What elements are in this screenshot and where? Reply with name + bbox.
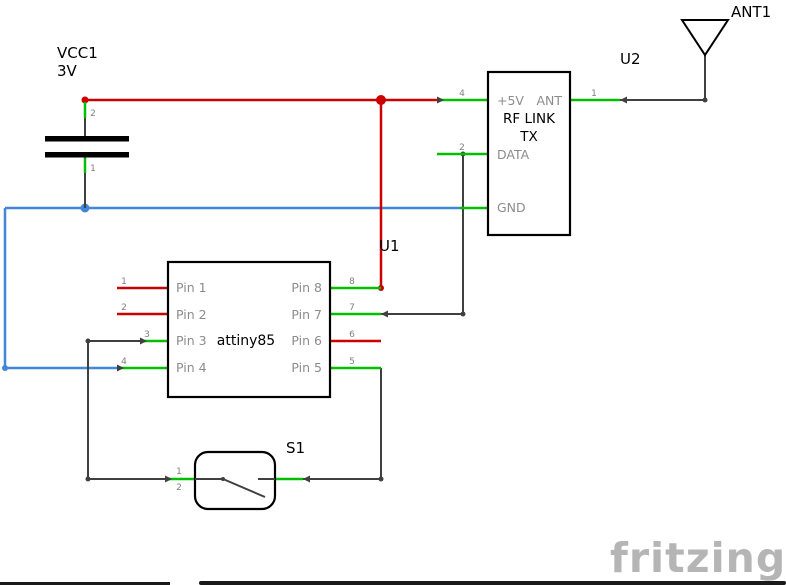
rf-ref-label: U2 bbox=[620, 50, 641, 68]
antenna-icon[interactable] bbox=[680, 19, 730, 57]
rf-5v-pin-number: 4 bbox=[459, 89, 465, 99]
battery-symbol bbox=[45, 136, 129, 158]
mcu-name-label: attiny85 bbox=[217, 333, 275, 349]
rf-title-line2: TX bbox=[519, 129, 538, 145]
mcu-pin2-number: 2 bbox=[121, 303, 127, 313]
connection-arrow bbox=[381, 310, 388, 318]
rf-pin-gnd-label: GND bbox=[497, 200, 526, 215]
ground-net-dots bbox=[2, 203, 90, 371]
rf-link-body[interactable] bbox=[486, 70, 572, 237]
bottom-panel-edge-right bbox=[199, 581, 786, 585]
bendpoint-dot-gnd[interactable] bbox=[2, 365, 8, 371]
rf-data-pin-number: 2 bbox=[459, 143, 465, 153]
mcu-pin8-label: Pin 8 bbox=[291, 280, 322, 295]
bendpoint-dot[interactable] bbox=[702, 97, 708, 103]
connection-arrow bbox=[620, 96, 627, 104]
switch-ref-label: S1 bbox=[286, 439, 305, 457]
junction-dot-vcc-branch[interactable] bbox=[376, 95, 386, 105]
battery-value-label: 3V bbox=[57, 62, 78, 80]
connection-arrow bbox=[303, 475, 310, 483]
battery-plate-top[interactable] bbox=[45, 136, 129, 142]
mcu-ref-label: U1 bbox=[379, 237, 400, 255]
battery-pin-number-top: 2 bbox=[90, 109, 96, 119]
bottom-panel-edge-left bbox=[0, 582, 170, 585]
mcu-pin5-label: Pin 5 bbox=[291, 360, 322, 375]
switch-pivot-dot bbox=[221, 477, 225, 481]
switch-lever bbox=[222, 478, 266, 498]
fritzing-watermark: fritzing bbox=[610, 534, 786, 582]
rf-pin-5v-label: +5V bbox=[497, 93, 524, 108]
battery-pin-number-bottom: 1 bbox=[90, 164, 96, 174]
mcu-pin4-number: 4 bbox=[121, 357, 127, 367]
rf-pin-ant-label: ANT bbox=[536, 93, 562, 108]
bendpoint-dot[interactable] bbox=[378, 476, 384, 482]
battery-ref-label: VCC1 bbox=[57, 44, 98, 62]
mcu-pin1-number: 1 bbox=[121, 277, 127, 287]
bendpoint-dot[interactable] bbox=[460, 311, 466, 317]
rf-ant-pin-number: 1 bbox=[591, 89, 597, 99]
connection-arrow bbox=[437, 96, 444, 104]
antenna-ref-label: ANT1 bbox=[731, 3, 771, 21]
rf-pin-data-label: DATA bbox=[497, 147, 530, 162]
switch-pin1-number: 1 bbox=[176, 467, 182, 477]
mcu-pin7-number: 7 bbox=[349, 303, 355, 313]
pin-labels: +5V ANT DATA GND Pin 1 Pin 2 Pin 3 Pin 4… bbox=[176, 93, 562, 375]
mcu-pin2-label: Pin 2 bbox=[176, 307, 207, 322]
battery-plate-bottom[interactable] bbox=[45, 152, 129, 158]
mcu-pin8-number: 8 bbox=[349, 277, 355, 287]
mcu-pin6-number: 6 bbox=[349, 330, 355, 340]
connection-arrow bbox=[165, 475, 172, 483]
mcu-pin4-label: Pin 4 bbox=[176, 360, 207, 375]
rf-title-line1: RF LINK bbox=[503, 111, 556, 127]
pin-numbers: 2 1 4 2 1 1 2 3 4 8 7 6 5 1 2 bbox=[90, 89, 597, 493]
part-labels: VCC1 3V U1 U2 S1 ANT1 RF LINK TX attiny8… bbox=[57, 3, 771, 457]
connection-arrows bbox=[117, 96, 627, 483]
switch-body[interactable] bbox=[193, 450, 277, 511]
power-net-dots bbox=[81, 95, 386, 291]
junction-dot-battery-vcc[interactable] bbox=[81, 96, 89, 104]
connection-arrow bbox=[140, 337, 147, 345]
mcu-pin3-number: 3 bbox=[144, 330, 150, 340]
mcu-pin6-label: Pin 6 bbox=[291, 333, 322, 348]
switch-symbol bbox=[195, 478, 275, 498]
connection-arrow bbox=[117, 364, 124, 372]
mcu-pin7-label: Pin 7 bbox=[291, 307, 322, 322]
mcu-pin5-number: 5 bbox=[349, 357, 355, 367]
bendpoint-dot[interactable] bbox=[85, 476, 91, 482]
mcu-pin1-label: Pin 1 bbox=[176, 280, 207, 295]
attiny85-body[interactable] bbox=[166, 260, 332, 399]
switch-pin2-number: 2 bbox=[176, 483, 182, 493]
bendpoint-dot[interactable] bbox=[85, 338, 91, 344]
mcu-pin3-label: Pin 3 bbox=[176, 333, 207, 348]
